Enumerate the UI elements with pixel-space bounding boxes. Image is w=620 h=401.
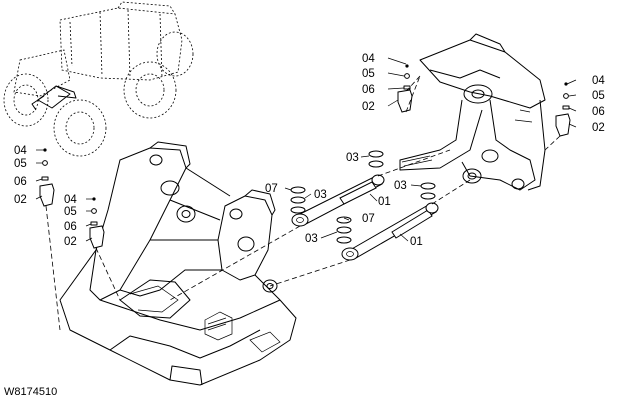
callout-01: 01	[378, 196, 391, 208]
pin-assembly-d	[555, 82, 571, 137]
axle-frame	[399, 33, 546, 191]
callout-05: 05	[592, 90, 605, 102]
assembly-lines	[45, 75, 561, 331]
callout-labels: 04 05 06 02 04 05 06 02 04 05 06 02 04 0…	[14, 53, 605, 248]
overview-highlight-arm	[37, 85, 71, 109]
washers	[290, 150, 436, 244]
callout-07: 07	[265, 183, 278, 195]
callout-05: 05	[14, 158, 27, 170]
callout-01: 01	[410, 236, 423, 248]
callout-05: 05	[64, 206, 77, 218]
callout-03: 03	[346, 152, 359, 164]
callout-06: 06	[14, 176, 27, 188]
callout-07: 07	[362, 213, 375, 225]
callout-05: 05	[362, 68, 375, 80]
lower-cylinder	[341, 202, 439, 261]
callout-03: 03	[394, 180, 407, 192]
callout-02: 02	[362, 101, 375, 113]
callout-06: 06	[362, 84, 375, 96]
pin-assembly-a	[39, 148, 55, 207]
callout-03: 03	[305, 233, 318, 245]
tractor-overview	[3, 1, 194, 157]
drawing-code: W8174510	[4, 386, 57, 398]
callout-04: 04	[64, 194, 77, 206]
leader-lines	[35, 57, 577, 242]
loader-frame	[59, 141, 297, 386]
pin-assembly-b	[89, 197, 105, 249]
callout-06: 06	[592, 106, 605, 118]
callout-03: 03	[314, 189, 327, 201]
callout-04: 04	[14, 145, 27, 157]
callout-04: 04	[592, 75, 605, 87]
callout-02: 02	[14, 194, 27, 206]
callout-04: 04	[362, 53, 375, 65]
callout-06: 06	[64, 221, 77, 233]
callout-02: 02	[592, 122, 605, 134]
pin-assembly-c	[397, 64, 413, 113]
upper-cylinder	[291, 174, 385, 227]
callout-02: 02	[64, 236, 77, 248]
